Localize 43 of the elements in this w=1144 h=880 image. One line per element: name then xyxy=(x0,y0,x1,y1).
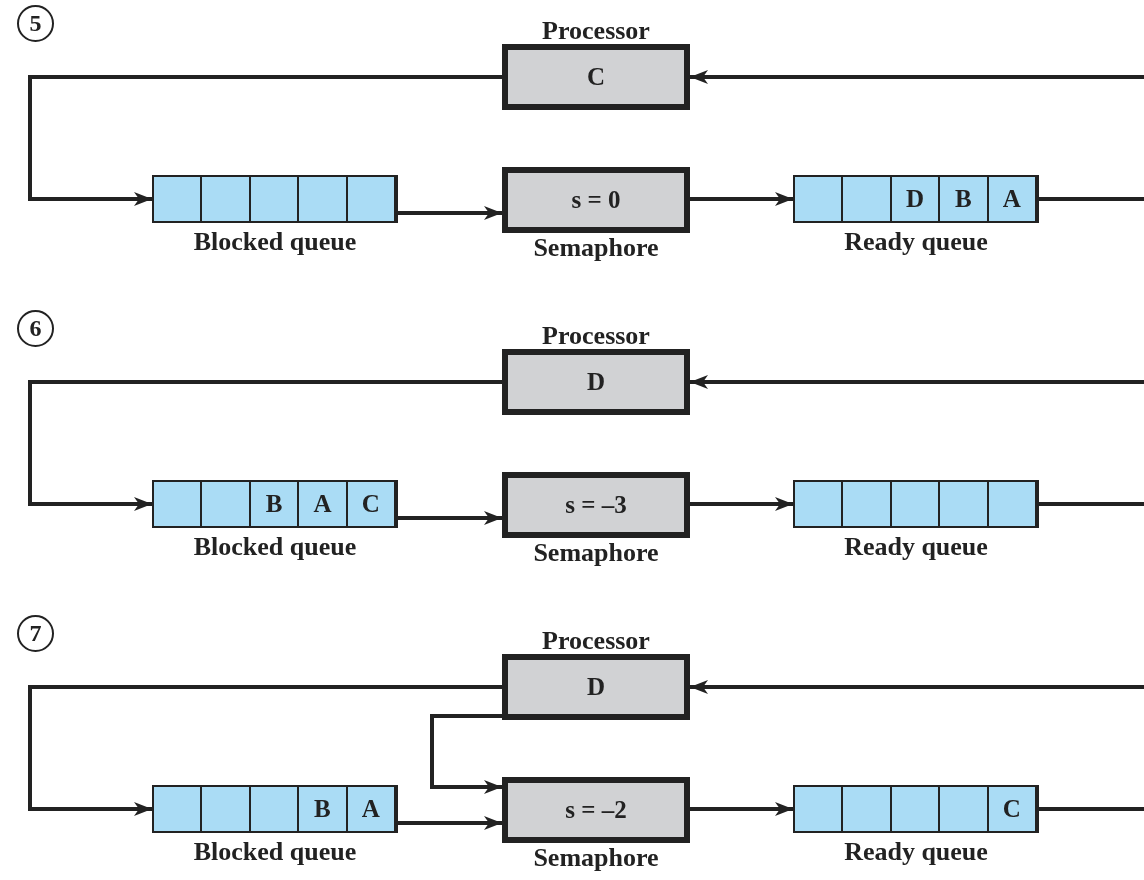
box-value: s = 0 xyxy=(571,186,621,214)
queue-caption: Ready queue xyxy=(844,227,988,257)
queue-slot: B xyxy=(940,177,989,221)
queue-caption: Ready queue xyxy=(844,532,988,562)
box-value: s = –2 xyxy=(565,796,627,824)
queue-slot: A xyxy=(988,177,1038,221)
step-number: 6 xyxy=(17,310,54,347)
box-value: D xyxy=(586,673,606,701)
arrow xyxy=(690,70,1144,84)
queue-slot: C xyxy=(988,787,1038,831)
arrow xyxy=(398,511,502,525)
queue-slot: B xyxy=(250,482,300,526)
arrow xyxy=(690,680,1144,694)
arrow xyxy=(430,714,502,794)
arrow xyxy=(28,685,502,816)
queue-slot: A xyxy=(299,482,348,526)
queue-caption: Blocked queue xyxy=(193,837,357,867)
step-number: 7 xyxy=(17,615,54,652)
box-value: D xyxy=(586,368,606,396)
box-caption: Semaphore xyxy=(533,843,659,873)
queue-slot: C xyxy=(347,482,397,526)
arrow xyxy=(690,802,793,816)
queue-caption: Blocked queue xyxy=(193,227,357,257)
arrow xyxy=(398,206,502,220)
step-number: 5 xyxy=(17,5,54,42)
queue-slot: D xyxy=(891,177,941,221)
box-value: C xyxy=(586,63,606,91)
arrow xyxy=(690,192,793,206)
queue-caption: Ready queue xyxy=(844,837,988,867)
arrow xyxy=(28,75,502,206)
arrow xyxy=(690,375,1144,389)
box-value: s = –3 xyxy=(565,491,627,519)
box-heading: Processor xyxy=(542,626,650,656)
box-caption: Semaphore xyxy=(533,233,659,263)
box-heading: Processor xyxy=(542,321,650,351)
box-caption: Semaphore xyxy=(533,538,659,568)
arrow xyxy=(690,497,793,511)
queue-caption: Blocked queue xyxy=(193,532,357,562)
queue-slot: A xyxy=(347,787,397,831)
arrow xyxy=(28,380,502,511)
queue-slot: B xyxy=(299,787,348,831)
arrow xyxy=(398,816,502,830)
box-heading: Processor xyxy=(542,16,650,46)
